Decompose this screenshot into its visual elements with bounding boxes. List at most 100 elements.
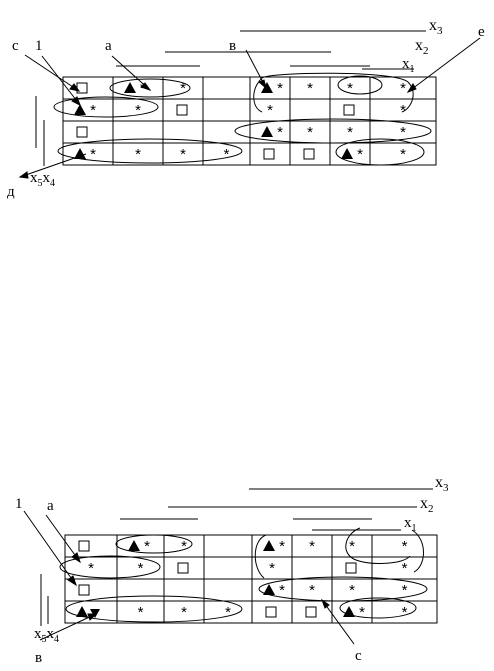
- cell-1-r4-c1-star-icon: *: [90, 146, 96, 163]
- cell-1-r3-c5-star-icon: *: [277, 124, 283, 141]
- groupings-2: [59, 527, 428, 623]
- label-d: д: [7, 184, 15, 200]
- cell-2-r1-c3-star-icon: *: [181, 538, 187, 555]
- cell-2-r2-c7-square-icon: [345, 562, 357, 574]
- x2-label-2: x2: [420, 495, 434, 515]
- pointer-c-2-head: [320, 598, 330, 609]
- cell-1-r4-c1-triangle-icon: [74, 148, 86, 159]
- diagram-1: ******************** с: [7, 17, 485, 200]
- cell-2-r4-c7-star-icon: *: [359, 604, 365, 621]
- x5x4-label: x5x4: [30, 170, 55, 189]
- cell-1-r3-c8-star-icon: *: [400, 124, 406, 141]
- cell-1-r2-c5-star-icon: *: [267, 102, 273, 119]
- cell-1-r4-c8-star-icon: *: [400, 146, 406, 163]
- group-top-right-arc-2: [345, 527, 411, 564]
- cell-1-r4-c7-triangle-icon: [341, 148, 353, 159]
- cells-1: ********************: [74, 80, 406, 163]
- diagram-2: ******************* 1 а в с x3 x2 x1: [15, 474, 449, 666]
- cell-2-r1-c2-star-icon: *: [144, 538, 150, 555]
- pointer-b-head: [258, 79, 267, 90]
- cell-1-r2-c7-square-icon: [343, 104, 355, 116]
- group-bottom-right-oval: [335, 138, 425, 166]
- x2-label: x2: [415, 37, 429, 57]
- cell-2-r2-c1-star-icon: *: [88, 560, 94, 577]
- group-left-arc-2: [254, 534, 267, 579]
- group-bottom-right-oval-2: [339, 597, 417, 619]
- pointer-d-head: [18, 171, 29, 179]
- cell-1-r4-c6-square-icon: [303, 148, 315, 160]
- pointer-1-2-head: [67, 575, 77, 587]
- pointer-1-2: [23, 510, 77, 586]
- cell-2-r2-c3-square-icon: [177, 562, 189, 574]
- cell-2-r3-c5-star-icon: *: [279, 582, 285, 599]
- group-1-oval-2: [59, 555, 161, 579]
- cell-2-r3-c6-star-icon: *: [309, 582, 315, 599]
- cell-1-r3-c5-triangle-icon: [261, 126, 273, 137]
- pointer-b-2: [39, 613, 97, 641]
- grid-1: [62, 76, 437, 166]
- group-b-oval-2: [65, 595, 243, 623]
- cell-2-r1-c6-star-icon: *: [309, 538, 315, 555]
- cell-2-r2-c8-star-icon: *: [402, 560, 408, 577]
- cell-2-r3-c8-star-icon: *: [402, 582, 408, 599]
- cell-1-r3-c7-star-icon: *: [347, 124, 353, 141]
- pointers-2: [23, 510, 355, 645]
- cell-1-r2-c2-star-icon: *: [135, 102, 141, 119]
- cell-1-r1-c3-star-icon: *: [180, 80, 186, 97]
- cell-2-r4-c3-star-icon: *: [181, 604, 187, 621]
- cell-1-r1-c8-star-icon: *: [400, 80, 406, 97]
- cell-1-r2-c3-square-icon: [176, 104, 188, 116]
- pointer-1-head: [71, 96, 81, 107]
- x5x4-label-2: x5x4: [34, 626, 59, 645]
- label-a-2: а: [47, 498, 54, 514]
- pointer-e: [407, 37, 481, 93]
- group-top-right-oval: [337, 75, 383, 95]
- cell-2-r3-c1-square-icon: [78, 584, 90, 596]
- cell-1-r1-c7-star-icon: *: [347, 80, 353, 97]
- cell-2-r3-c5-triangle-icon: [263, 584, 275, 595]
- groupings-1: [53, 72, 432, 166]
- cell-1-r1-c2-triangle-icon: [124, 82, 136, 93]
- cell-1-r2-c1-triangle-icon: [74, 104, 86, 115]
- group-c-oval-2: [258, 576, 428, 602]
- cell-2-r1-c5-triangle-icon: [263, 540, 275, 551]
- cell-1-r3-c6-star-icon: *: [307, 124, 313, 141]
- cell-1-r4-c3-star-icon: *: [180, 146, 186, 163]
- label-c-2: с: [355, 648, 362, 664]
- group-bottom-left-oval: [57, 138, 243, 164]
- group-a-oval: [109, 78, 191, 98]
- label-1-2: 1: [15, 496, 23, 512]
- pointer-1: [41, 55, 81, 106]
- pointer-a-2: [45, 514, 81, 563]
- cell-1-r1-c1-square-icon: [76, 82, 88, 94]
- pointer-e-head: [406, 83, 417, 93]
- pointer-c-2: [321, 599, 355, 645]
- cell-1-r1-c5-triangle-icon: [261, 82, 273, 93]
- cell-2-r3-c7-star-icon: *: [349, 582, 355, 599]
- label-c: с: [12, 38, 19, 54]
- cell-1-r3-c1-square-icon: [76, 126, 88, 138]
- label-b-2: в: [35, 650, 42, 666]
- x1-label-2: x1: [404, 515, 417, 534]
- cell-1-r4-c2-star-icon: *: [135, 146, 141, 163]
- cell-1-r4-c5-square-icon: [263, 148, 275, 160]
- pointer-b-2-head: [87, 613, 98, 621]
- cell-2-r1-c8-star-icon: *: [402, 538, 408, 555]
- pointer-a-2-head: [71, 552, 81, 564]
- cell-2-r4-c5-square-icon: [265, 606, 277, 618]
- cell-2-r2-c2-star-icon: *: [138, 560, 144, 577]
- grid-2: [64, 534, 438, 624]
- cell-2-r4-c6-square-icon: [305, 606, 317, 618]
- label-a: а: [105, 38, 112, 54]
- group-a-oval-2: [115, 534, 193, 554]
- group-row3-oval: [234, 118, 432, 144]
- pointer-c: [24, 54, 80, 92]
- x3-label-2: x3: [435, 474, 449, 494]
- label-b: в: [229, 38, 236, 54]
- cell-2-r4-c4-star-icon: *: [225, 604, 231, 621]
- group-e-arc: [253, 72, 414, 113]
- cell-1-r1-c6-star-icon: *: [307, 80, 313, 97]
- cell-2-r4-c8-star-icon: *: [402, 604, 408, 621]
- cell-1-r1-c2-star-icon: *: [140, 80, 146, 97]
